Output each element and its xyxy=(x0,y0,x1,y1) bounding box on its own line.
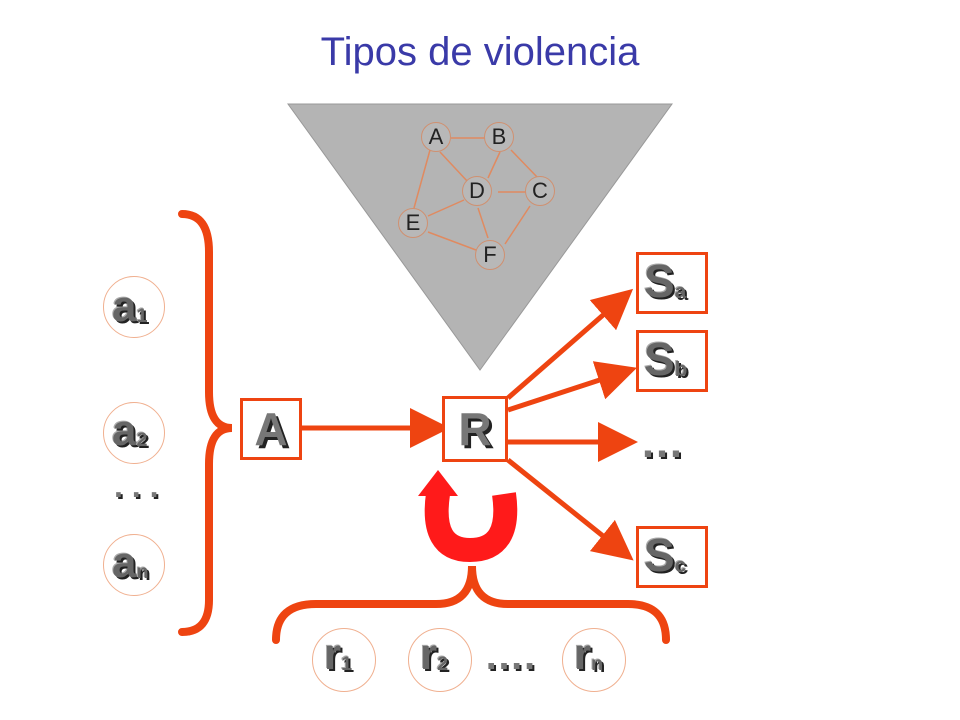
box-r xyxy=(442,396,508,462)
output-ellipsis: … xyxy=(640,418,684,467)
input-a2: a2 xyxy=(112,406,148,456)
bottom-r2-base: r xyxy=(420,630,438,679)
network-triangle xyxy=(287,103,673,371)
arrow-r-to-sb xyxy=(507,361,638,413)
feedback-arc xyxy=(424,492,518,563)
input-circle-a2 xyxy=(103,402,165,464)
input-a1-base: a xyxy=(112,282,137,331)
output-sc: Sc xyxy=(644,528,686,582)
box-a xyxy=(240,398,302,460)
box-a-label: A xyxy=(254,403,288,455)
input-a1-sub: 1 xyxy=(136,304,148,327)
input-an-sub: n xyxy=(136,560,149,583)
network-edges xyxy=(413,137,539,251)
network-node-d: D xyxy=(462,176,492,206)
network-node-f: F xyxy=(475,240,505,270)
bottom-r1-sub: 1 xyxy=(341,652,353,675)
bottom-ellipsis: …. xyxy=(484,634,536,678)
bottom-r2: r2 xyxy=(420,630,448,680)
feedback-arrowhead xyxy=(418,470,458,496)
output-box-sb xyxy=(636,330,708,392)
bottom-circle-rn xyxy=(562,628,626,692)
bottom-r1-base: r xyxy=(324,630,342,679)
output-sa-base: S xyxy=(644,255,675,307)
arrow-r-to-sc xyxy=(506,458,634,561)
network-node-a: A xyxy=(421,122,451,152)
network-node-c: C xyxy=(525,176,555,206)
output-sc-base: S xyxy=(644,529,675,581)
output-box-sc xyxy=(636,526,708,588)
output-sa: Sa xyxy=(644,254,686,308)
input-a1: a1 xyxy=(112,282,148,332)
arrow-r-to-sa xyxy=(506,288,634,400)
bottom-r2-sub: 2 xyxy=(437,652,449,675)
input-a2-sub: 2 xyxy=(136,428,148,451)
bottom-circle-r1 xyxy=(312,628,376,692)
output-sb-sub: b xyxy=(674,358,688,382)
input-an-base: a xyxy=(112,538,137,587)
output-sa-sub: a xyxy=(674,280,687,304)
bottom-rn-base: r xyxy=(574,630,592,679)
left-brace xyxy=(178,210,233,636)
network-node-e: E xyxy=(398,208,428,238)
bottom-rn-sub: n xyxy=(591,652,604,675)
bottom-r1: r1 xyxy=(324,630,352,680)
bottom-circle-r2 xyxy=(408,628,472,692)
box-r-label: R xyxy=(458,403,492,455)
input-an: an xyxy=(112,538,149,588)
output-sc-sub: c xyxy=(674,554,687,578)
input-circle-an xyxy=(103,534,165,596)
bottom-brace xyxy=(272,565,670,644)
input-ellipsis: . . . xyxy=(114,468,159,504)
input-circle-a1 xyxy=(103,276,165,338)
page-title: Tipos de violencia xyxy=(320,30,640,74)
input-a2-base: a xyxy=(112,406,137,455)
network-node-b: B xyxy=(484,122,514,152)
output-box-sa xyxy=(636,252,708,314)
output-sb-base: S xyxy=(644,333,675,385)
bottom-rn: rn xyxy=(574,630,603,680)
output-sb: Sb xyxy=(644,332,687,386)
